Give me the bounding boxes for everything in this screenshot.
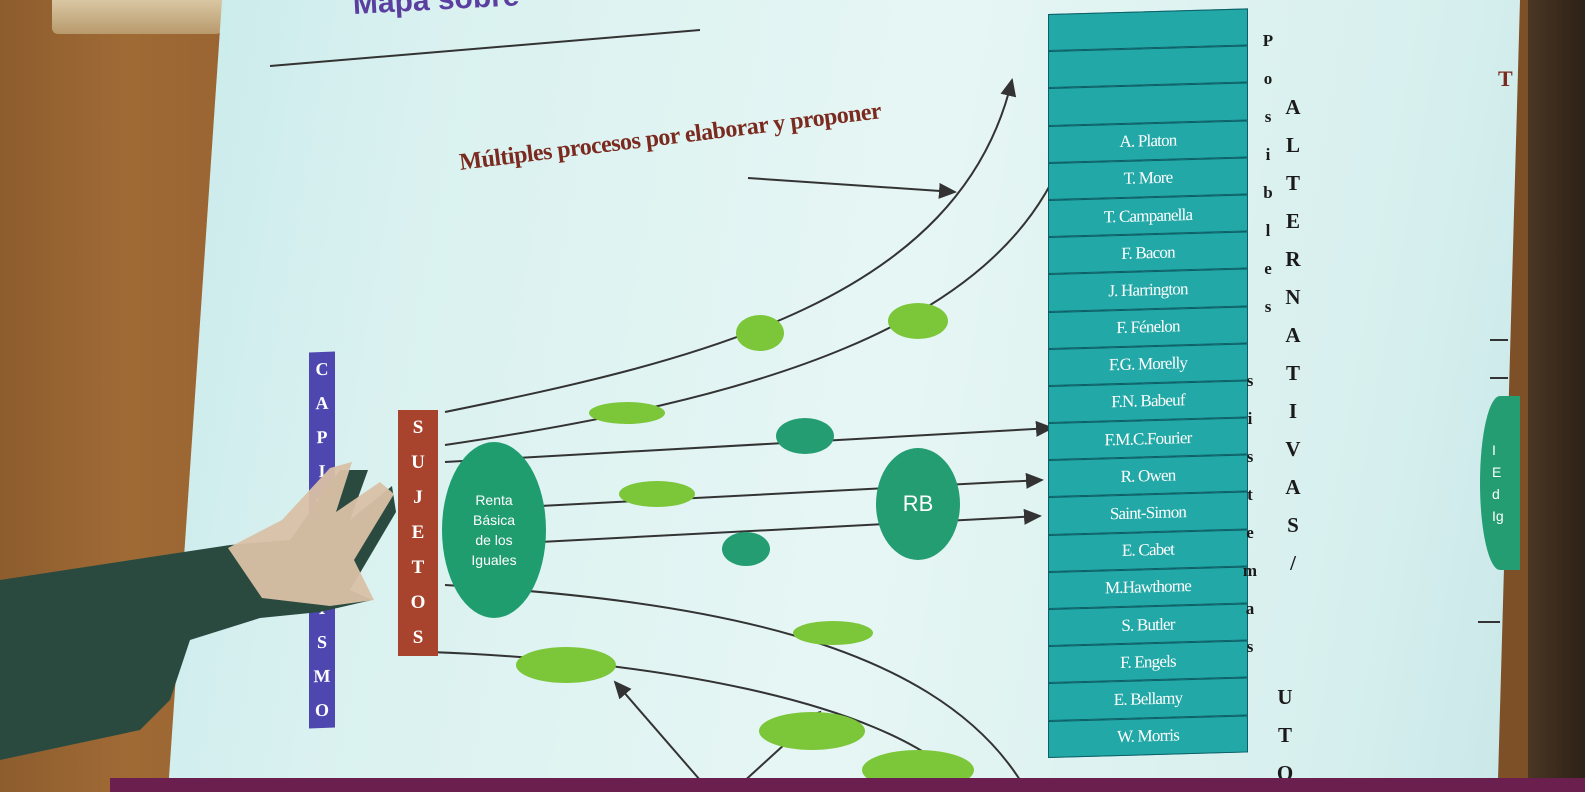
ellipse-node [793, 621, 873, 645]
uto-letter: U [1277, 685, 1293, 709]
ellipse-node [736, 315, 784, 351]
sujetos-letter: S [412, 627, 424, 649]
alternativas-letter: L [1285, 133, 1300, 157]
process-arrow [747, 177, 957, 199]
sistemas-letter: t [1247, 485, 1253, 504]
next-slide-ellipse-text: d [1492, 486, 1500, 502]
ellipse-node [516, 647, 616, 683]
posibles-letter: e [1264, 259, 1272, 278]
posibles-letter: s [1264, 297, 1272, 316]
curve-arrow-2 [444, 148, 1068, 446]
sujetos-letter: J [413, 486, 423, 508]
sujetos-letter: T [411, 557, 425, 579]
ellipse-node [888, 303, 948, 339]
ellipse-node [759, 712, 865, 750]
sistemas-letter: e [1246, 523, 1254, 542]
alternativas-letter: / [1290, 551, 1296, 575]
alternativas-letter: A [1285, 95, 1301, 119]
slide-bottom-bar [110, 778, 1585, 792]
alternativas-letter: S [1287, 513, 1299, 537]
arrow-up-left [613, 680, 701, 781]
title-underline [269, 29, 701, 67]
alternativas-letter: A [1285, 323, 1301, 347]
sistemas-letter: a [1245, 599, 1255, 618]
sistemas-letter: s [1246, 371, 1254, 390]
posibles-letter: s [1264, 107, 1272, 126]
sistemas-letter: m [1242, 561, 1258, 580]
screen-frame [1528, 0, 1585, 792]
sistemas-letter: s [1246, 637, 1254, 656]
alternativas-letter: E [1285, 209, 1300, 233]
sujetos-letter: O [410, 592, 426, 614]
sujetos-letter: E [411, 521, 425, 543]
alternativas-letter: A [1285, 475, 1301, 499]
posibles-letter: i [1265, 145, 1271, 164]
renta-line: Renta [475, 492, 513, 508]
uto-letter: T [1277, 723, 1292, 747]
next-slide-ellipse-text: I [1492, 442, 1496, 458]
ellipse-node [776, 418, 834, 454]
alternativas-letter: T [1285, 361, 1300, 385]
alternativas-letter: T [1285, 171, 1300, 195]
posibles-letter: b [1263, 183, 1273, 202]
sistemas-letter: i [1247, 409, 1253, 428]
alternativas-letter: R [1285, 247, 1301, 271]
renta-line: Básica [472, 512, 516, 528]
sujetos-letter: S [412, 416, 424, 438]
next-slide-ellipse-text: E [1492, 464, 1502, 480]
next-slide-title-fragment: T [1498, 66, 1513, 91]
alternativas-letter: N [1285, 285, 1301, 309]
next-slide-ellipse-text: Ig [1492, 508, 1504, 524]
alternativas-letter: I [1288, 399, 1298, 423]
renta-line: de los [475, 532, 513, 548]
arrow-fourier [539, 472, 1044, 507]
ellipse-node [589, 402, 665, 424]
wall-fixture [52, 0, 222, 34]
posibles-letter: l [1265, 221, 1271, 240]
alternativas-letter: V [1285, 437, 1301, 461]
renta-line: Iguales [471, 552, 517, 568]
ellipse-node [619, 481, 695, 507]
rb-ellipse: RB [876, 448, 960, 560]
sujetos-letter: U [411, 451, 425, 473]
curve-arrow-1 [444, 78, 1017, 413]
ellipse-node [722, 532, 770, 566]
presenter-hand-skin [228, 462, 394, 606]
arrow-babeuf [444, 420, 1054, 463]
sistemas-letter: s [1246, 447, 1254, 466]
posibles-letter: P [1262, 31, 1274, 50]
posibles-letter: o [1263, 69, 1273, 88]
